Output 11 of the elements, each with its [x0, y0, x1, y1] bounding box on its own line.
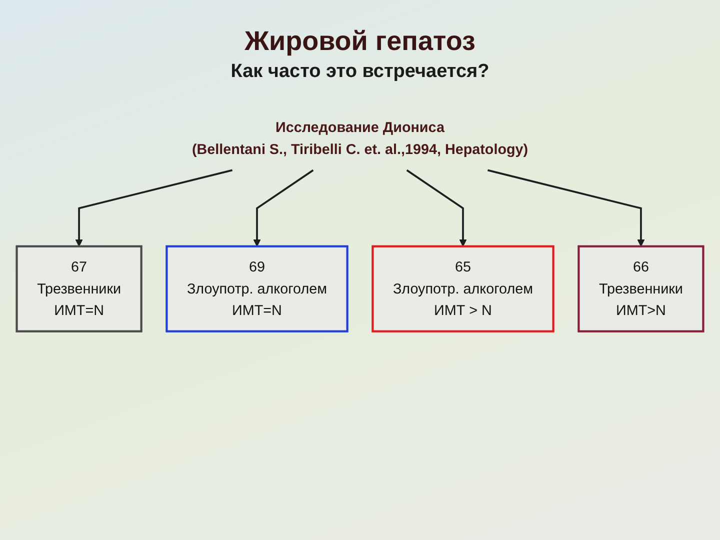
node-box: 67 Трезвенники ИМТ=N — [16, 245, 142, 332]
node-box: 69 Злоупотр. алкоголем ИМТ=N — [166, 245, 348, 332]
arrow — [253, 169, 314, 247]
arrow — [75, 169, 233, 247]
title: Жировой гепатоз — [244, 26, 476, 57]
node-text: Исследование Диониса (Bellentani S., Tiribelli C. et. al.,1994, Hepatology) — [192, 119, 528, 158]
arrow — [406, 169, 467, 247]
arrow — [487, 169, 645, 247]
node-box: 65 Злоупотр. алкоголем ИМТ > N — [372, 245, 554, 332]
node-box: 66 Трезвенники ИМТ>N — [578, 245, 704, 332]
subtitle: Как часто это встречается? — [230, 61, 490, 83]
